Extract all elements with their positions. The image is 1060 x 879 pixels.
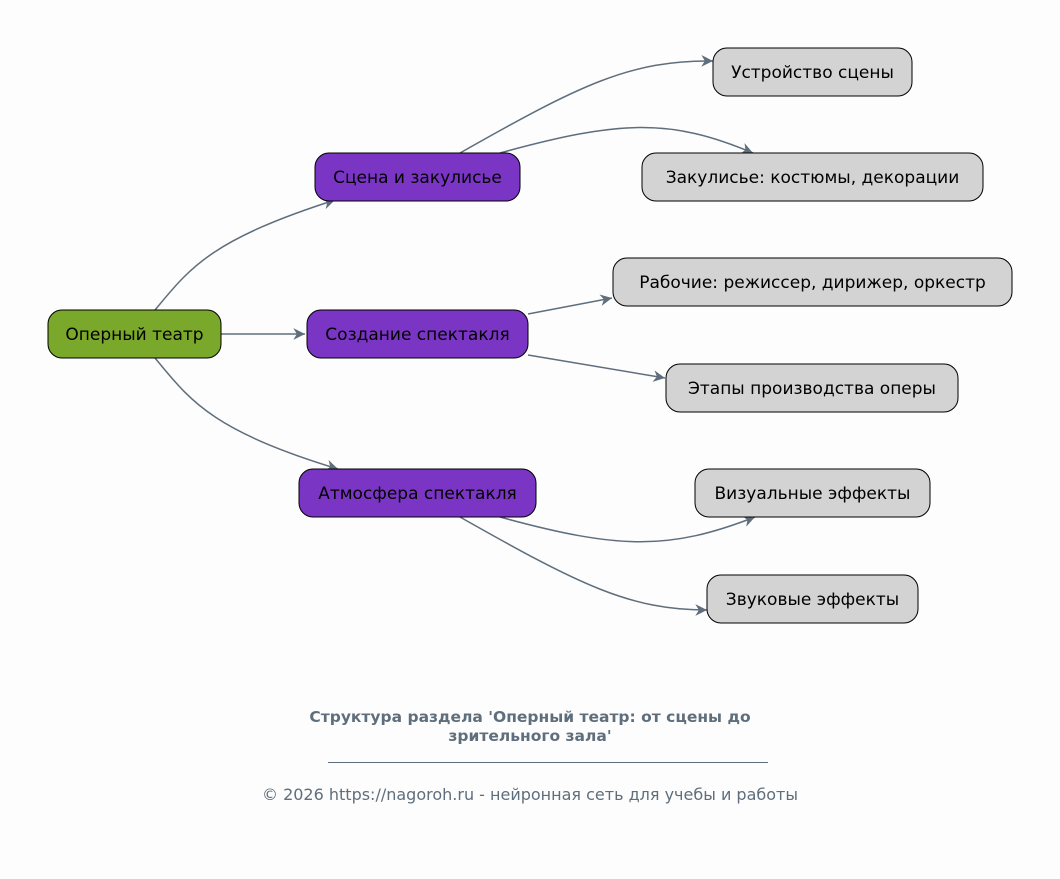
node-leaf-production-stages[interactable]: Этапы производства оперы	[665, 363, 959, 413]
node-branch-atmosphere[interactable]: Атмосфера спектакля	[298, 468, 537, 518]
diagram-title-text: Структура раздела 'Оперный театр: от сце…	[309, 708, 751, 745]
caption-divider	[328, 762, 768, 763]
node-label: Закулисье: костюмы, декорации	[666, 168, 960, 188]
node-leaf-sound-effects[interactable]: Звуковые эффекты	[706, 574, 919, 624]
node-leaf-visual-effects[interactable]: Визуальные эффекты	[694, 468, 931, 518]
edge-root-to-stage	[154, 198, 336, 311]
edge-atmosphere-to-visual	[499, 515, 756, 543]
node-root[interactable]: Оперный театр	[47, 309, 222, 359]
node-leaf-backstage[interactable]: Закулисье: костюмы, декорации	[641, 152, 984, 202]
node-label: Сцена и закулисье	[333, 168, 502, 188]
node-label: Создание спектакля	[325, 325, 509, 345]
mindmap-diagram: Оперный театр Сцена и закулисье Создание…	[47, 47, 1013, 624]
node-leaf-workers[interactable]: Рабочие: режиссер, дирижер, оркестр	[612, 257, 1013, 307]
footer-copyright: © 2026 https://nagoroh.ru - нейронная се…	[261, 785, 798, 804]
node-label: Атмосфера спектакля	[318, 484, 517, 504]
edge-stage-to-backstage	[499, 126, 754, 154]
node-label: Звуковые эффекты	[726, 590, 899, 610]
node-label: Рабочие: режиссер, дирижер, оркестр	[639, 273, 986, 293]
node-branch-creation[interactable]: Создание спектакля	[306, 309, 529, 359]
edge-atmosphere-to-sound	[459, 516, 708, 616]
edge-creation-to-workers	[527, 294, 613, 315]
edge-creation-to-stages	[527, 354, 666, 382]
node-leaf-stage-device[interactable]: Устройство сцены	[712, 47, 913, 97]
node-label: Визуальные эффекты	[715, 484, 911, 504]
node-label: Этапы производства оперы	[688, 379, 936, 399]
node-label: Устройство сцены	[731, 63, 894, 83]
edge-stage-to-stage-device	[459, 55, 714, 154]
diagram-title: Структура раздела 'Оперный театр: от сце…	[0, 708, 1060, 746]
edge-root-to-atmosphere	[154, 357, 339, 472]
node-branch-stage[interactable]: Сцена и закулисье	[314, 152, 521, 202]
node-label: Оперный театр	[65, 325, 203, 345]
